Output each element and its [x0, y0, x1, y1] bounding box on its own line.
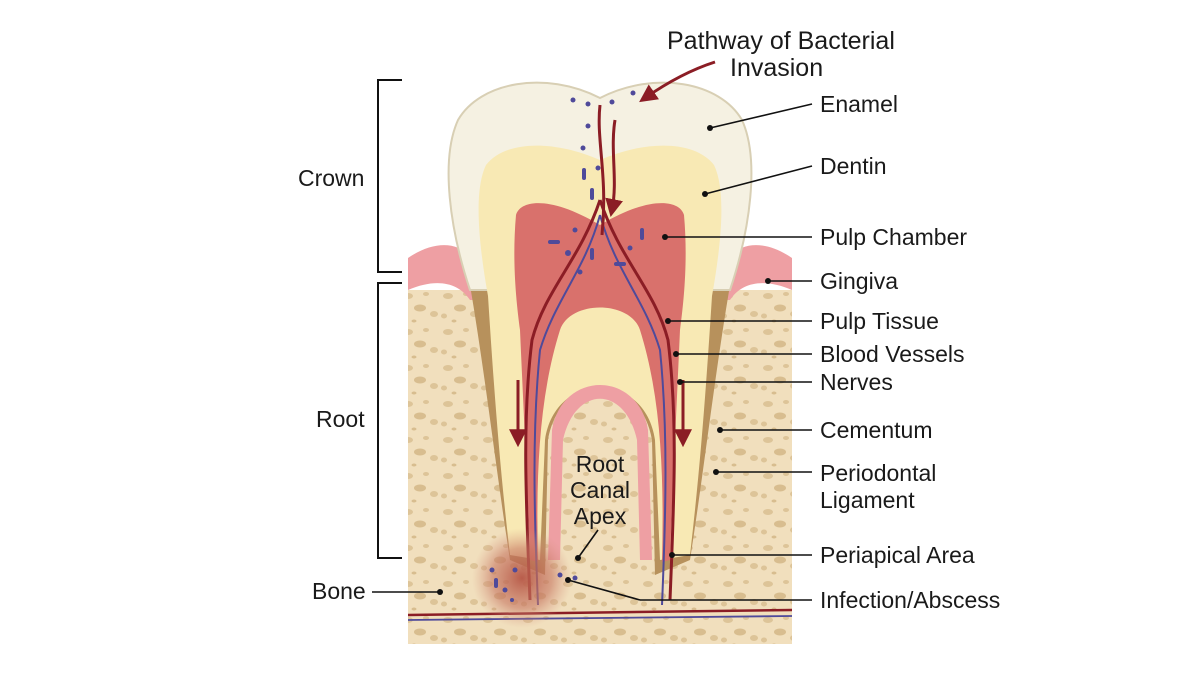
- bottom-nerve: [407, 615, 793, 621]
- nerves-label: Nerves: [820, 369, 893, 395]
- periapical-label: Periapical Area: [820, 542, 975, 568]
- pulp-tissue-dot: [665, 318, 671, 324]
- abscess-area: [472, 528, 572, 628]
- apex-line-1: Root: [576, 451, 625, 477]
- blood-vessels-label: Blood Vessels: [820, 341, 964, 367]
- apex-line-3: Apex: [574, 503, 627, 529]
- dentin-leader: [704, 165, 813, 195]
- apex-leader: [577, 529, 599, 559]
- apex-leader-dot: [575, 555, 581, 561]
- crown-label: Crown: [298, 165, 364, 191]
- pulp-chamber-dot: [662, 234, 668, 240]
- bacteria-cluster: [489, 90, 644, 602]
- vessel-right: [598, 199, 676, 601]
- dentin-label: Dentin: [820, 153, 886, 179]
- enamel-label: Enamel: [820, 91, 898, 117]
- enamel-dot: [707, 125, 713, 131]
- invasion-arrow-1: [605, 119, 623, 218]
- cementum-label: Cementum: [820, 417, 932, 443]
- invasion-arrow-2: [639, 60, 716, 103]
- nerves-dot: [677, 379, 683, 385]
- dentin-dot: [702, 191, 708, 197]
- cementum-dot: [717, 427, 723, 433]
- crown-bracket: [377, 79, 402, 273]
- bone-leader-dot: [437, 589, 443, 595]
- vessel-left: [524, 199, 602, 601]
- pulp-tissue-label: Pulp Tissue: [820, 308, 939, 334]
- periapical-dot: [669, 552, 675, 558]
- root-bracket: [377, 282, 402, 559]
- enamel-leader: [709, 103, 813, 129]
- bone-label: Bone: [312, 578, 366, 604]
- root-label: Root: [316, 406, 365, 432]
- periodontal-label-line-1: Periodontal: [820, 460, 936, 486]
- apex-line-2: Canal: [570, 477, 630, 503]
- bottom-vessel: [407, 608, 793, 617]
- pulp-chamber-shape: [514, 203, 686, 562]
- periodontal-label-line-2: Ligament: [820, 487, 915, 513]
- inter-root-gum: [548, 385, 652, 560]
- title-line-1: Pathway of Bacterial: [667, 27, 895, 55]
- gingiva-label: Gingiva: [820, 268, 898, 294]
- nerve-left: [533, 214, 601, 606]
- gingiva-dot: [765, 278, 771, 284]
- invasion-crack: [597, 104, 606, 236]
- periodontal-dot: [713, 469, 719, 475]
- inter-root-bone: [560, 398, 640, 560]
- title-line-2: Invasion: [730, 54, 823, 82]
- pulp-chamber-label: Pulp Chamber: [820, 224, 967, 250]
- infection-label: Infection/Abscess: [820, 587, 1000, 613]
- infection-dot: [565, 577, 571, 583]
- blood-vessels-dot: [673, 351, 679, 357]
- infection-leader: [567, 579, 641, 601]
